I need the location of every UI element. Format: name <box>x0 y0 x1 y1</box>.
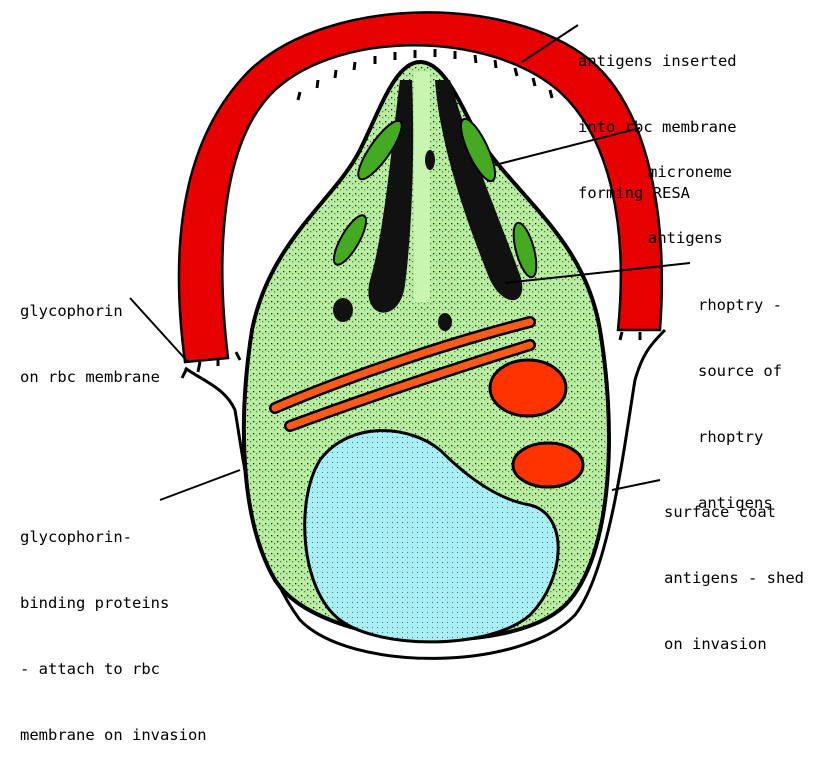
rhoptry-duct <box>414 72 430 302</box>
label-surface-coat: surface coat antigens - shed on invasion <box>664 457 804 677</box>
rhoptry-dot-3 <box>425 150 435 170</box>
label-glycophorin: glycophorin on rbc membrane <box>20 256 160 410</box>
label-binding-proteins: glycophorin- binding proteins - attach t… <box>20 482 207 768</box>
organelle-2 <box>513 443 583 487</box>
organelle-1 <box>490 360 566 416</box>
rhoptry-dot-2 <box>438 313 452 331</box>
rhoptry-dot-1 <box>333 298 353 322</box>
label-microneme: microneme antigens <box>648 117 732 271</box>
